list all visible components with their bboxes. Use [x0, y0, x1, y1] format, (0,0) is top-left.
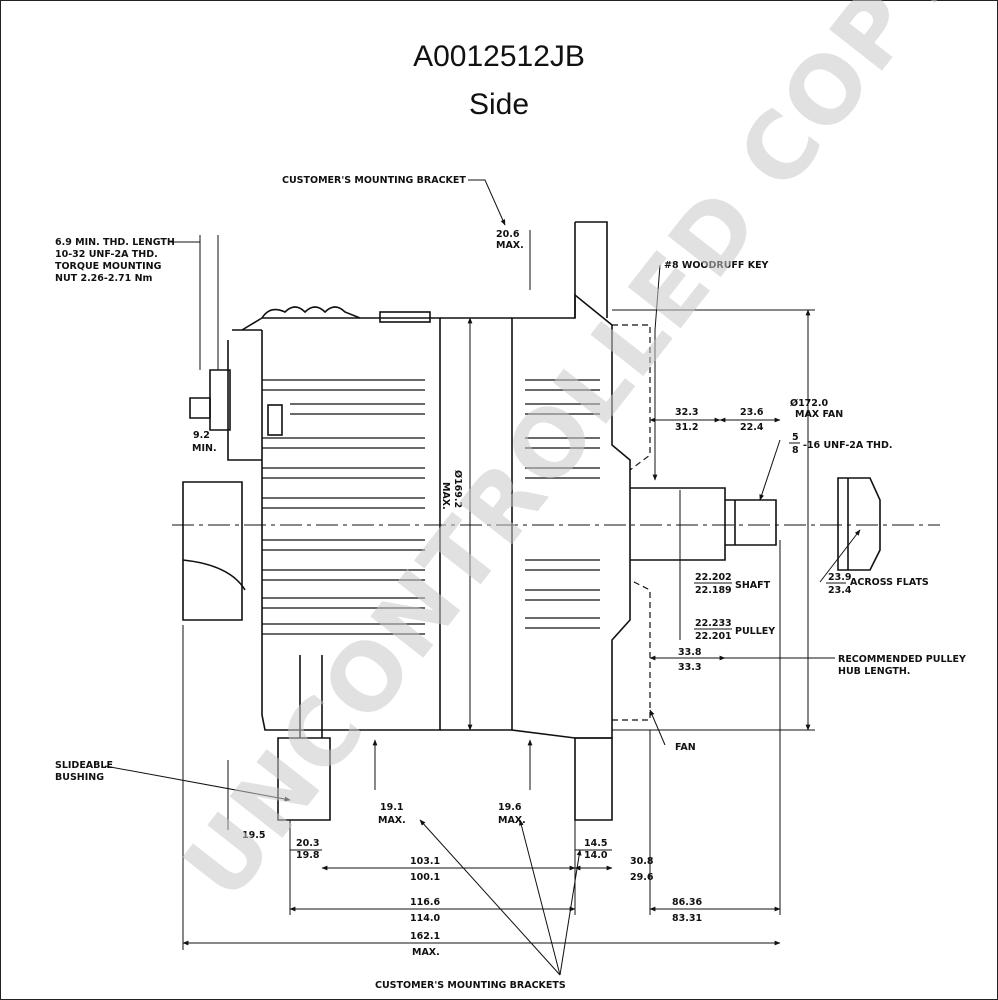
dim-14-0: 14.0	[584, 850, 608, 861]
recommended-pulley-label-1: RECOMMENDED PULLEY	[838, 654, 966, 665]
dim-162-1-max: MAX.	[412, 947, 440, 958]
dim-30-8: 30.8	[630, 856, 654, 867]
fan-diameter-label: Ø172.0	[790, 398, 829, 409]
dim-9-2-min: MIN.	[192, 443, 217, 454]
thread-fraction-denominator: 8	[792, 445, 799, 456]
dim-31-2: 31.2	[675, 422, 698, 433]
fan-max-label: MAX FAN	[795, 409, 843, 420]
thread-fraction-numerator: 5	[792, 432, 799, 443]
drawing-title: A0012512JB	[413, 40, 585, 73]
shaft-label: SHAFT	[735, 580, 771, 591]
dim-116-6: 116.6	[410, 897, 440, 908]
dim-100-1: 100.1	[410, 872, 440, 883]
dim-19-1: 19.1	[380, 802, 403, 813]
dim-83-31: 83.31	[672, 913, 702, 924]
dim-20-3: 20.3	[296, 838, 319, 849]
dim-32-3: 32.3	[675, 407, 698, 418]
terminal-note-4: NUT 2.26-2.71 Nm	[55, 273, 153, 284]
woodruff-key-label: #8 WOODRUFF KEY	[664, 260, 769, 271]
dim-33-8: 33.8	[678, 647, 702, 658]
watermark-text: UNCONTROLLED COPY	[163, 0, 979, 919]
dim-19-8: 19.8	[296, 850, 320, 861]
bushing-label-2: BUSHING	[55, 772, 104, 783]
pulley-label: PULLEY	[735, 626, 775, 637]
flats-dim-high: 23.9	[828, 572, 851, 583]
body-diameter-max-label: MAX.	[440, 482, 451, 510]
pulley-dim-high: 22.233	[695, 618, 732, 629]
shaft-dim-low: 22.189	[695, 585, 732, 596]
across-flats-label: ACROSS FLATS	[850, 577, 929, 588]
fan-label: FAN	[675, 742, 696, 753]
terminal-note-1: 6.9 MIN. THD. LENGTH	[55, 237, 175, 248]
dim-19-5: 19.5	[242, 830, 265, 841]
dim-23-6: 23.6	[740, 407, 764, 418]
dim-86-36: 86.36	[672, 897, 702, 908]
customer-bracket-top-label: CUSTOMER'S MOUNTING BRACKET	[282, 175, 466, 186]
dim-22-4: 22.4	[740, 422, 764, 433]
dim-14-5: 14.5	[584, 838, 607, 849]
thread-spec-label: -16 UNF-2A THD.	[803, 440, 892, 451]
shaft-dim-high: 22.202	[695, 572, 732, 583]
dim-162-1: 162.1	[410, 931, 440, 942]
dim-9-2: 9.2	[193, 430, 210, 441]
fan-outline	[612, 324, 651, 721]
dim-29-6: 29.6	[630, 872, 654, 883]
dim-103-1: 103.1	[410, 856, 440, 867]
dim-20-6: 20.6	[496, 229, 520, 240]
drawing-subtitle: Side	[468, 88, 530, 121]
body-diameter-label: Ø169.2	[452, 470, 463, 508]
dim-114-0: 114.0	[410, 913, 440, 924]
dim-19-1-max: MAX.	[378, 815, 406, 826]
dim-20-6-max: MAX.	[496, 240, 524, 251]
terminal-note-2: 10-32 UNF-2A THD.	[55, 249, 158, 260]
recommended-pulley-label-2: HUB LENGTH.	[838, 666, 910, 677]
customer-brackets-bottom-label: CUSTOMER'S MOUNTING BRACKETS	[375, 980, 566, 991]
dim-19-6-max: MAX.	[498, 815, 526, 826]
dim-33-3: 33.3	[678, 662, 701, 673]
flats-dim-low: 23.4	[828, 585, 852, 596]
terminal-note-3: TORQUE MOUNTING	[55, 261, 162, 272]
bushing-label-1: SLIDEABLE	[55, 760, 113, 771]
dim-19-6: 19.6	[498, 802, 522, 813]
pulley-dim-low: 22.201	[695, 631, 732, 642]
alternator-outline	[172, 221, 940, 821]
